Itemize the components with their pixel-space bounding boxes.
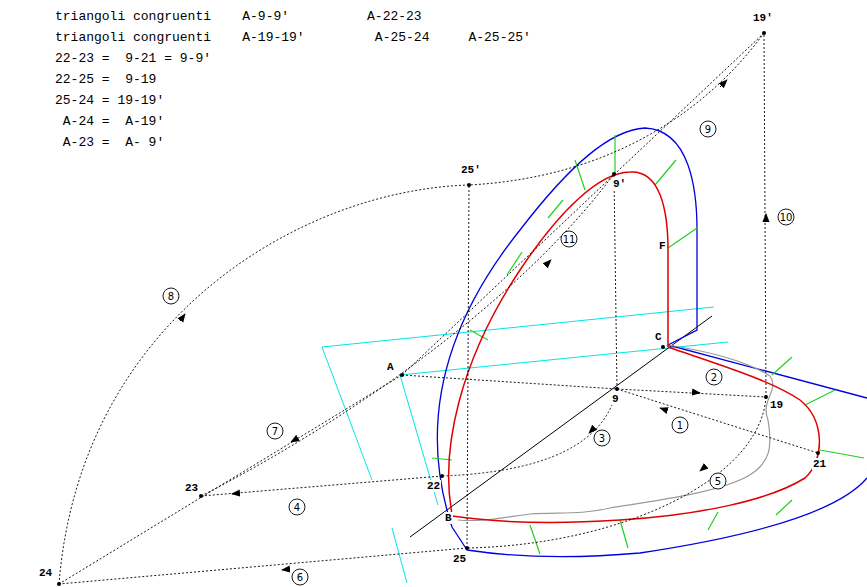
point-label: 19': [752, 12, 774, 24]
point-label: 21: [812, 458, 827, 470]
construction-note: triangoli congruenti A-19-19' A-25-24 A-…: [55, 31, 531, 45]
point-label: C: [654, 331, 663, 343]
point-label: 25: [452, 553, 467, 565]
point-label: F: [658, 240, 667, 252]
callout-number: 11: [563, 234, 576, 245]
construction-note: A-23 = A- 9': [55, 136, 164, 150]
construction-note: A-24 = A-19': [55, 115, 164, 129]
callout-number: 6: [297, 572, 303, 583]
callout-number: 4: [294, 502, 300, 513]
point-label: 19: [769, 399, 784, 411]
point-label: 22: [426, 480, 441, 492]
construction-note: 22-25 = 9-19: [55, 73, 156, 87]
point-label: B: [444, 512, 453, 524]
point-label: 24: [38, 567, 53, 579]
point-label: 9': [612, 178, 627, 190]
point-label: 25': [460, 164, 482, 176]
callout-number: 10: [780, 212, 793, 223]
callout-number: 8: [168, 291, 174, 302]
callout-number: 2: [711, 372, 717, 383]
callout-number: 7: [272, 426, 278, 437]
callout-number: 1: [677, 420, 683, 431]
callout-number: 5: [715, 476, 721, 487]
construction-note: 25-24 = 19-19': [55, 94, 164, 108]
callout-number: 3: [599, 433, 605, 444]
construction-note: 22-23 = 9-21 = 9-9': [55, 52, 211, 66]
construction-note: triangoli congruenti A-9-9' A-22-23: [55, 10, 422, 24]
point-label: 23: [184, 482, 199, 494]
callout-number: 9: [705, 124, 711, 135]
point-label: 9: [611, 393, 620, 405]
point-label: A: [386, 361, 395, 373]
